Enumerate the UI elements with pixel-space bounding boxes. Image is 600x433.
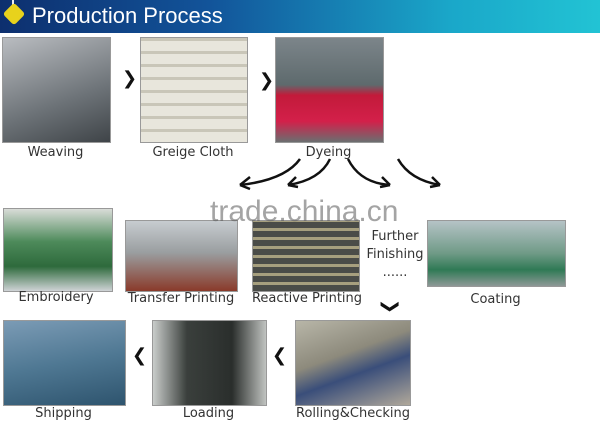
curved-arrow-icon (396, 158, 441, 187)
coating-label: Coating (470, 292, 521, 307)
transfer-printing-photo (125, 220, 238, 292)
reactive-printing-photo (252, 220, 360, 292)
reactive-printing-label: Reactive Printing (251, 291, 363, 306)
greige-cloth-label: Greige Cloth (152, 145, 234, 160)
arrow-down-icon: ❯ (380, 298, 402, 315)
arrow-left-icon: ❮ (272, 345, 288, 366)
shipping-photo (3, 320, 126, 406)
rolling-checking-photo (295, 320, 411, 406)
page-title: Production Process (32, 3, 223, 28)
curved-arrow-icon (287, 158, 332, 187)
loading-photo (152, 320, 267, 406)
rolling-checking-label: Rolling&Checking (296, 406, 410, 421)
branch-arrows (239, 158, 441, 191)
embroidery-label: Embroidery (18, 290, 94, 305)
weaving-photo (2, 37, 111, 143)
coating-photo (427, 220, 566, 287)
curved-arrow-icon (346, 158, 391, 187)
loading-label: Loading (182, 406, 235, 421)
header-banner: Production Process (0, 0, 600, 33)
shipping-label: Shipping (35, 406, 92, 421)
watermark: trade.china.cn (210, 195, 399, 228)
dyeing-photo (275, 37, 384, 143)
curved-arrow-icon (239, 158, 302, 187)
further-finishing-label: Further Finishing ...... (362, 228, 428, 282)
arrow-right-icon: ❯ (259, 70, 275, 91)
arrow-right-icon: ❯ (122, 68, 138, 89)
transfer-printing-label: Transfer Printing (127, 291, 235, 306)
further-line: Further (371, 229, 419, 244)
dyeing-label: Dyeing (305, 145, 352, 160)
greige-cloth-photo (140, 37, 248, 143)
ellipsis: ...... (382, 265, 408, 280)
finishing-line: Finishing (366, 247, 424, 262)
arrow-left-icon: ❮ (132, 345, 148, 366)
weaving-label: Weaving (27, 145, 84, 160)
tag-icon (2, 2, 26, 26)
embroidery-photo (3, 208, 113, 292)
